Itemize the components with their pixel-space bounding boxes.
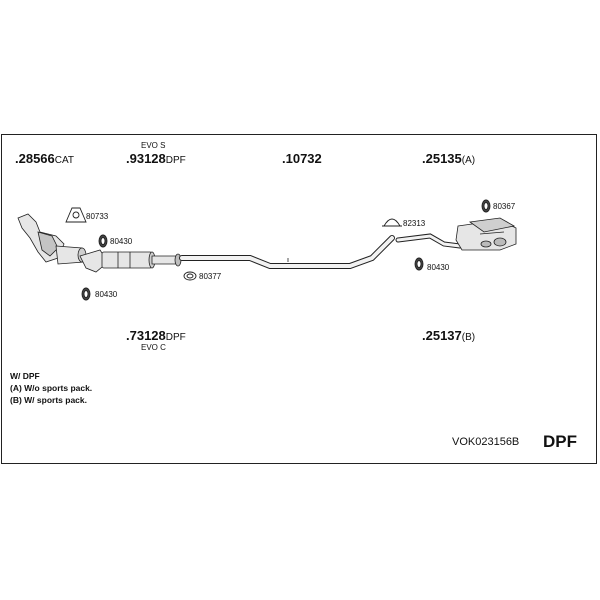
fitting-label-80367: 80367 xyxy=(493,202,516,211)
hanger-80367-icon xyxy=(481,199,491,213)
part-label-73128: .73128DPF xyxy=(126,328,186,343)
part-label-10732: .10732 xyxy=(282,151,322,166)
diagram-frame xyxy=(1,134,597,464)
fitting-label-80430-rear: 80430 xyxy=(427,263,450,272)
note-line-2: (A) W/o sports pack. xyxy=(10,383,93,393)
part-label-25135: .25135(A) xyxy=(422,151,475,166)
ring-80430-lower-icon xyxy=(81,287,91,301)
fitting-label-80430: 80430 xyxy=(110,237,133,246)
note-line-1: W/ DPF xyxy=(10,371,40,381)
part-suffix: CAT xyxy=(54,155,75,166)
fitting-label-80377: 80377 xyxy=(199,272,222,281)
gasket-80377-icon xyxy=(183,271,197,281)
part-suffix: DPF xyxy=(165,155,186,166)
gasket-80733-icon xyxy=(65,207,87,223)
kit-code: VOK023156B xyxy=(452,436,520,448)
part-suffix: DPF xyxy=(165,332,186,343)
fitting-label-82313: 82313 xyxy=(403,219,426,228)
part-number: .25135 xyxy=(422,151,462,166)
note-line-3: (B) W/ sports pack. xyxy=(10,395,87,405)
fitting-label-80733: 80733 xyxy=(86,212,109,221)
part-number: .73128 xyxy=(126,328,166,343)
variant-label-evo-c: EVO C xyxy=(141,343,166,352)
part-label-93128: .93128DPF xyxy=(126,151,186,166)
fitting-label-80430-lower: 80430 xyxy=(95,290,118,299)
part-number: .25137 xyxy=(422,328,462,343)
ring-80430-icon xyxy=(98,234,108,248)
part-number: .28566 xyxy=(15,151,55,166)
middle-pipe-part xyxy=(179,235,395,269)
clamp-82313-icon xyxy=(382,218,402,227)
ring-80430-rear-icon xyxy=(414,257,424,271)
part-number: .93128 xyxy=(126,151,166,166)
dpf-badge: DPF xyxy=(543,432,577,451)
variant-label-evo-s: EVO S xyxy=(141,141,166,150)
part-label-28566: .28566CAT xyxy=(15,151,74,166)
part-suffix: (B) xyxy=(461,332,476,343)
rear-silencer-part xyxy=(395,217,517,251)
part-number: .10732 xyxy=(282,151,322,166)
part-label-25137: .25137(B) xyxy=(422,328,475,343)
dpf-part xyxy=(79,249,182,273)
part-suffix: (A) xyxy=(461,155,476,166)
